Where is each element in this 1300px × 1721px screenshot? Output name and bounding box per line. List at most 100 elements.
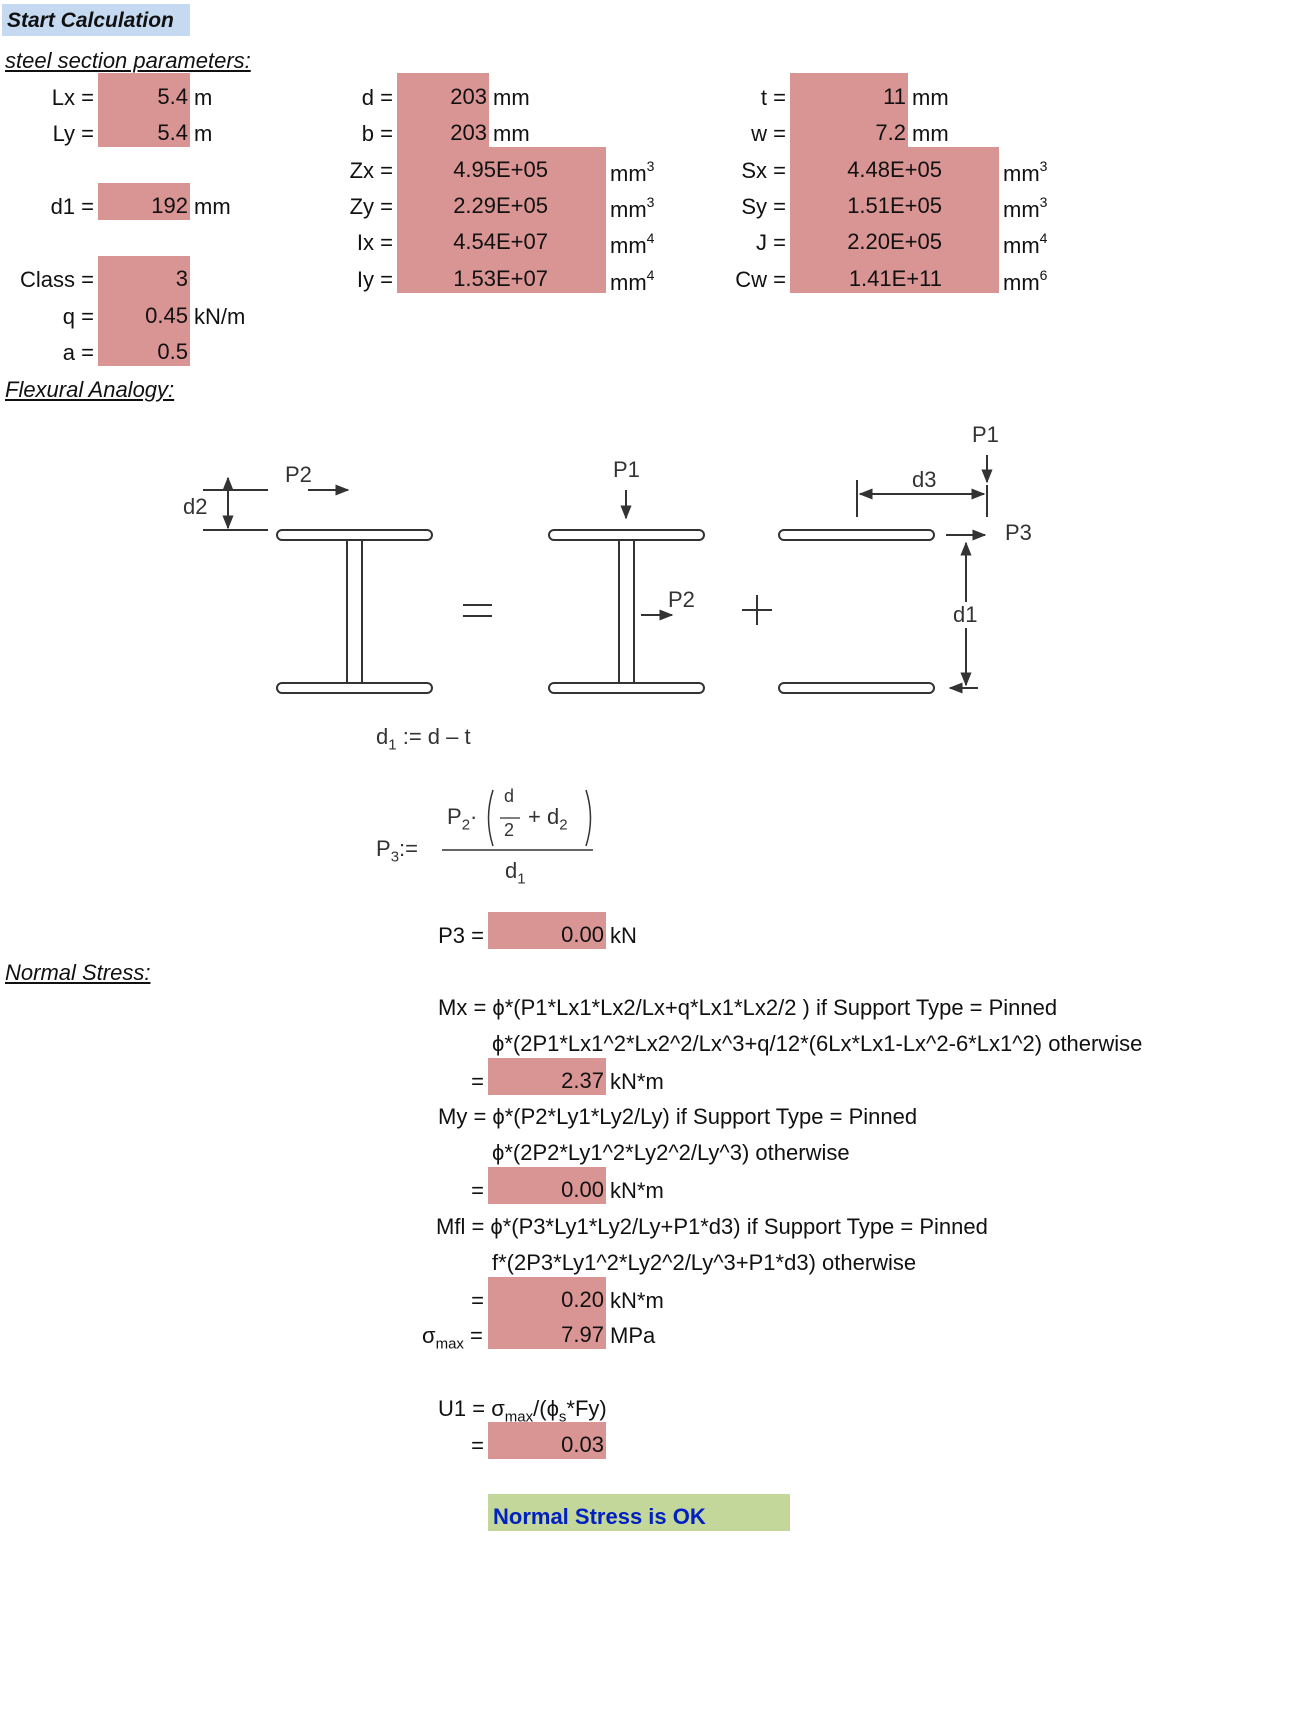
result-unit-mx: kN*m <box>610 1069 664 1094</box>
param-unit-w: mm <box>912 121 949 146</box>
label-p3: P3 <box>1005 520 1032 545</box>
result-value-mfl: 0.20 <box>488 1277 606 1314</box>
formula-p3-lhs: P3:= <box>376 836 418 866</box>
param-value-cw[interactable]: 1.41E+11 <box>790 256 999 293</box>
result-label-p3: P3 = <box>438 923 484 948</box>
param-label-b: b = <box>361 121 393 146</box>
result-value-my: 0.00 <box>488 1167 606 1204</box>
param-label-ly: Ly = <box>52 121 94 146</box>
result-unit-my: kN*m <box>610 1178 664 1203</box>
param-label-cw: Cw = <box>735 267 786 292</box>
mx-formula-line2: ϕ*(2P1*Lx1^2*Lx2^2/Lx^3+q/12*(6Lx*Lx1-Lx… <box>492 1031 1143 1056</box>
param-value-d[interactable]: 203 <box>397 73 489 110</box>
param-unit-ly: m <box>194 121 213 146</box>
param-unit-b: mm <box>493 121 530 146</box>
result-label-mx: = <box>471 1069 484 1094</box>
plus-sign <box>742 595 772 625</box>
param-label-class: Class = <box>20 267 94 292</box>
label-d2: d2 <box>183 494 208 519</box>
param-label-ix: Ix = <box>356 230 393 255</box>
mx-formula-line1: Mx = ϕ*(P1*Lx1*Lx2/Lx+q*Lx1*Lx2/2 ) if S… <box>438 995 1058 1020</box>
param-unit-zx: mm3 <box>610 158 655 186</box>
result-unit-p3: kN <box>610 923 637 948</box>
param-label-t: t = <box>760 85 786 110</box>
result-value-p3: 0.00 <box>488 912 606 949</box>
param-label-j: J = <box>756 230 786 255</box>
formula-p3-frac-bot: 2 <box>504 820 515 840</box>
param-unit-sy: mm3 <box>1003 194 1048 222</box>
param-value-class[interactable]: 3 <box>98 256 190 293</box>
result-value-sigma: 7.97 <box>488 1313 606 1349</box>
param-value-j[interactable]: 2.20E+05 <box>790 219 999 256</box>
label-p2-middle: P2 <box>668 587 695 612</box>
mfl-formula-line1: Mfl = ϕ*(P3*Ly1*Ly2/Ly+P1*d3) if Support… <box>436 1214 988 1239</box>
u1-formula: U1 = σmax/(ϕs*Fy) <box>438 1396 607 1426</box>
param-label-d: d = <box>361 85 393 110</box>
param-label-zy: Zy = <box>349 194 393 219</box>
param-label-iy: Iy = <box>356 267 393 292</box>
my-formula-line2: ϕ*(2P2*Ly1^2*Ly2^2/Ly^3) otherwise <box>492 1140 850 1165</box>
param-value-d1[interactable]: 192 <box>98 183 190 220</box>
p3-left-paren <box>487 789 494 847</box>
formula-p3-plus-d2: + d2 <box>528 804 568 834</box>
param-label-sx: Sx = <box>741 158 786 183</box>
mfl-formula-line2: f*(2P3*Ly1^2*Ly2^2/Ly^3+P1*d3) otherwise <box>492 1250 917 1275</box>
param-value-ix[interactable]: 4.54E+07 <box>397 219 606 256</box>
equals-sign <box>463 604 492 617</box>
param-value-zy[interactable]: 2.29E+05 <box>397 183 606 220</box>
param-value-iy[interactable]: 1.53E+07 <box>397 256 606 293</box>
param-value-zx[interactable]: 4.95E+05 <box>397 147 606 184</box>
param-unit-d: mm <box>493 85 530 110</box>
result-label-my: = <box>471 1178 484 1203</box>
result-label-u1: = <box>471 1433 484 1458</box>
param-label-d1: d1 = <box>50 194 94 219</box>
section-title-steel: steel section parameters: <box>5 48 251 73</box>
param-value-sy[interactable]: 1.51E+05 <box>790 183 999 220</box>
param-value-sx[interactable]: 4.48E+05 <box>790 147 999 184</box>
start-calculation-header: Start Calculation <box>2 4 190 36</box>
param-unit-lx: m <box>194 85 213 110</box>
label-d3: d3 <box>912 467 937 492</box>
param-unit-q: kN/m <box>194 304 246 329</box>
my-formula-line1: My = ϕ*(P2*Ly1*Ly2/Ly) if Support Type =… <box>438 1104 918 1129</box>
label-d1: d1 <box>953 602 978 628</box>
param-value-lx[interactable]: 5.4 <box>98 73 190 110</box>
param-label-zx: Zx = <box>349 158 393 183</box>
formula-p3-frac-top: d <box>504 786 515 806</box>
formula-d1: d1 := d – t <box>376 724 471 754</box>
param-value-q[interactable]: 0.45 <box>98 293 190 330</box>
label-p1-right: P1 <box>972 422 999 447</box>
param-unit-cw: mm6 <box>1003 267 1048 295</box>
param-value-w[interactable]: 7.2 <box>790 110 908 147</box>
param-label-w: w = <box>751 121 786 146</box>
result-label-sigma: σmax = <box>422 1323 483 1353</box>
param-unit-ix: mm4 <box>610 230 655 258</box>
param-label-sy: Sy = <box>741 194 786 219</box>
param-unit-j: mm4 <box>1003 230 1048 258</box>
param-unit-iy: mm4 <box>610 267 655 295</box>
formula-p3-numerator-p2: P2· <box>447 804 478 834</box>
param-unit-zy: mm3 <box>610 194 655 222</box>
param-value-ly[interactable]: 5.4 <box>98 110 190 147</box>
param-unit-sx: mm3 <box>1003 158 1048 186</box>
section-title-flexural: Flexural Analogy: <box>5 377 175 402</box>
d2-dimension <box>203 476 268 531</box>
param-label-q: q = <box>62 304 94 329</box>
result-label-mfl: = <box>471 1288 484 1313</box>
result-value-mx: 2.37 <box>488 1058 606 1095</box>
p3-right-paren <box>585 789 592 847</box>
i-beam-left <box>276 529 433 694</box>
result-unit-mfl: kN*m <box>610 1288 664 1313</box>
param-value-b[interactable]: 203 <box>397 110 489 147</box>
param-label-a: a = <box>62 340 94 365</box>
param-unit-d1: mm <box>194 194 231 219</box>
param-value-a[interactable]: 0.5 <box>98 329 190 366</box>
section-title-normal: Normal Stress: <box>5 960 151 985</box>
label-p2-left: P2 <box>285 462 312 487</box>
result-unit-sigma: MPa <box>610 1323 656 1348</box>
param-label-lx: Lx = <box>51 85 94 110</box>
label-p1-middle: P1 <box>613 457 640 482</box>
formula-p3-denominator: d1 <box>505 858 526 888</box>
param-value-t[interactable]: 11 <box>790 73 908 110</box>
param-unit-t: mm <box>912 85 949 110</box>
